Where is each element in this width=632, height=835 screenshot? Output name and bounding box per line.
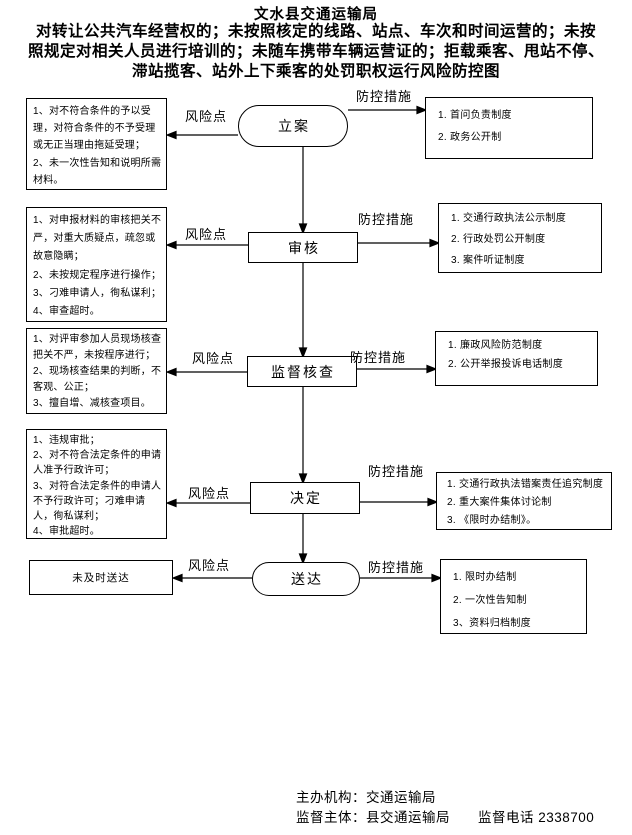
risk-point-label: 风险点	[192, 351, 235, 366]
control-measures-label: 防控措施	[358, 212, 415, 227]
risk-item: 3、擅自增、减核查项目。	[33, 398, 151, 409]
control-item: 2. 一次性告知制	[453, 595, 527, 606]
footer-host-org: 主办机构：交通运输局	[296, 790, 436, 805]
control-item: 3. 案件听证制度	[451, 255, 525, 266]
risk-item: 1、对申报材料的审核把关不严，对重大质疑点，疏忽或故意隐瞒；	[33, 215, 162, 263]
risk-box-decision: 1、违规审批； 2、对不符合法定条件的申请人准予行政许可； 3、对符合法定条件的…	[26, 429, 167, 539]
footer-supervisor: 监督主体：县交通运输局 监督电话 2338700	[296, 810, 595, 825]
risk-item: 2、未按规定程序进行操作；	[33, 269, 162, 281]
control-item: 1. 限时办结制	[453, 572, 517, 583]
arrowhead-left	[165, 130, 177, 140]
control-measures-label: 防控措施	[368, 464, 425, 479]
step-node-decision: 决定	[250, 482, 360, 514]
subtitle-line: 照规定对相关人员进行培训的；未随车携带车辆运营证的；拒载乘客、甩站不停、	[27, 43, 604, 60]
risk-box-delivery: 未及时送达	[29, 560, 173, 595]
control-item: 2. 政务公开制	[438, 132, 502, 143]
risk-item: 2、对不符合法定条件的申请人准予行政许可；	[33, 450, 162, 477]
control-measures-label: 防控措施	[356, 89, 413, 104]
control-item: 2. 行政处罚公开制度	[451, 234, 546, 245]
control-box-delivery: 1. 限时办结制 2. 一次性告知制 3、资料归档制度	[440, 559, 587, 634]
step-node-delivery: 送达	[252, 562, 360, 596]
control-item: 2. 重大案件集体讨论制	[447, 497, 552, 508]
control-item: 1. 廉政风险防范制度	[448, 340, 543, 351]
step-node-supervision-check: 监督核查	[247, 356, 357, 387]
risk-item: 1、对评审参加人员现场核查把关不严，未按程序进行；	[33, 334, 162, 361]
control-item: 2. 公开举报投诉电话制度	[448, 359, 564, 370]
risk-item: 2、未一次性告知和说明所需材料。	[33, 157, 162, 186]
risk-box-review: 1、对申报材料的审核把关不严，对重大质疑点，疏忽或故意隐瞒； 2、未按规定程序进…	[26, 207, 167, 322]
page-title: 文水县交通运输局	[254, 7, 378, 23]
control-item: 3. 《限时办结制》。	[447, 515, 537, 526]
control-item: 1. 交通行政执法错案责任追究制度	[447, 479, 604, 490]
risk-item: 3、刁难申请人，徇私谋利；	[33, 287, 162, 299]
step-node-filing: 立案	[238, 105, 348, 147]
subtitle-line: 滞站揽客、站外上下乘客的处罚职权运行风险防控图	[131, 63, 500, 80]
page-subtitle: 对转让公共汽车经营权的；未按照核定的线路、站点、车次和时间运营的；未按 照规定对…	[0, 22, 632, 82]
risk-item: 1、违规审批；	[33, 435, 100, 446]
risk-box-supervision-check: 1、对评审参加人员现场核查把关不严，未按程序进行； 2、现场核查结果的判断，不客…	[26, 328, 167, 414]
control-box-decision: 1. 交通行政执法错案责任追究制度 2. 重大案件集体讨论制 3. 《限时办结制…	[436, 472, 612, 530]
risk-item: 1、对不符合条件的予以受理，对符合条件的不予受理或无正当理由拖延受理；	[33, 106, 156, 152]
risk-box-filing: 1、对不符合条件的予以受理，对符合条件的不予受理或无正当理由拖延受理； 2、未一…	[26, 98, 167, 190]
risk-point-label: 风险点	[185, 227, 228, 242]
control-measures-label: 防控措施	[368, 560, 425, 575]
control-box-supervision-check: 1. 廉政风险防范制度 2. 公开举报投诉电话制度	[435, 331, 598, 386]
risk-item: 4、审查超时。	[33, 306, 100, 318]
control-box-review: 1. 交通行政执法公示制度 2. 行政处罚公开制度 3. 案件听证制度	[438, 203, 602, 273]
risk-point-label: 风险点	[188, 486, 231, 501]
control-box-filing: 1. 首问负责制度 2. 政务公开制	[425, 97, 593, 159]
control-item: 3、资料归档制度	[453, 618, 531, 629]
risk-item: 3、对符合法定条件的申请人不予行政许可；刁难申请人，徇私谋利；	[33, 480, 162, 523]
risk-item: 4、审批超时。	[33, 526, 100, 538]
control-item: 1. 交通行政执法公示制度	[451, 213, 567, 224]
control-item: 1. 首问负责制度	[438, 110, 512, 121]
risk-point-label: 风险点	[188, 558, 231, 573]
risk-item: 未及时送达	[72, 572, 130, 584]
step-node-review: 审核	[248, 232, 358, 263]
risk-point-label: 风险点	[185, 109, 228, 124]
risk-item: 2、现场核查结果的判断，不客观、公正；	[33, 366, 162, 393]
subtitle-line: 对转让公共汽车经营权的；未按照核定的线路、站点、车次和时间运营的；未按	[35, 23, 596, 40]
control-measures-label: 防控措施	[350, 350, 407, 365]
